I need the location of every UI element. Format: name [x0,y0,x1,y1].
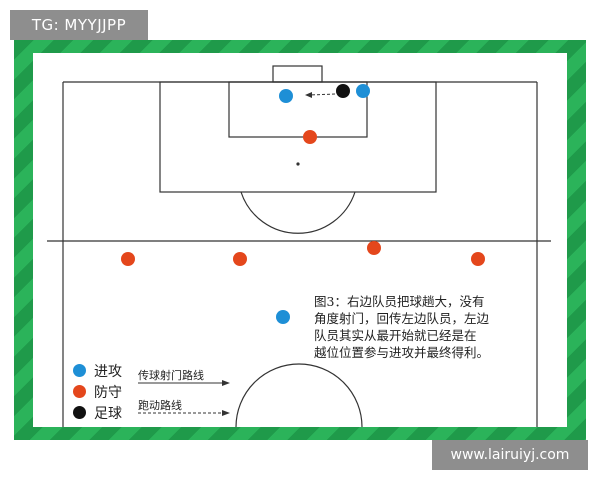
caption-line-1: 图3：右边队员把球趟大，没有 [314,294,485,309]
ball-dot-icon [73,406,86,419]
caption-line-2: 角度射门，回传左边队员，左边 [314,311,490,326]
defender-2 [233,252,247,266]
legend-pass-line-label: 传球射门路线 [138,369,204,382]
pass-line-arrowhead [222,380,230,386]
legend-attack: 进攻 [73,360,122,381]
watermark-top: TG: MYYJJPP [10,10,148,40]
center-circle-arc [235,363,363,427]
run-path-arrowhead [305,92,312,98]
penalty-area [159,81,437,193]
figure-caption: 图3：右边队员把球趟大，没有 角度射门，回传左边队员，左边 队员其实从最开始就已… [314,293,554,361]
attack-dot-icon [73,364,86,377]
defense-dot-icon [73,385,86,398]
defender-3 [367,241,381,255]
legend-run-line-label: 跑动路线 [138,399,182,412]
caption-line-4: 越位位置参与进攻并最终得利。 [314,345,490,360]
ball [336,84,350,98]
legend: 进攻 防守 足球 [73,360,122,423]
penalty-spot [296,162,300,166]
goalkeeper [303,130,317,144]
legend-defense: 防守 [73,381,122,402]
diagram-sheet: 图3：右边队员把球趟大，没有 角度射门，回传左边队员，左边 队员其实从最开始就已… [33,53,567,427]
pitch-diagram [47,65,551,427]
caption-line-3: 队员其实从最开始就已经是在 [314,328,477,343]
run-line-arrowhead [222,410,230,416]
legend-defense-label: 防守 [94,384,122,401]
watermark-bottom: www.lairuiyj.com [432,440,588,470]
defender-1 [121,252,135,266]
defender-4 [471,252,485,266]
legend-ball-label: 足球 [94,405,122,422]
attacker-midfield [276,310,290,324]
run-path-arrow [309,93,336,96]
legend-ball: 足球 [73,402,122,423]
penalty-arc [240,191,356,234]
attacker-right-near-goal [356,84,370,98]
legend-attack-label: 进攻 [94,363,122,380]
goal [272,65,323,83]
attacker-left-near-goal [279,89,293,103]
